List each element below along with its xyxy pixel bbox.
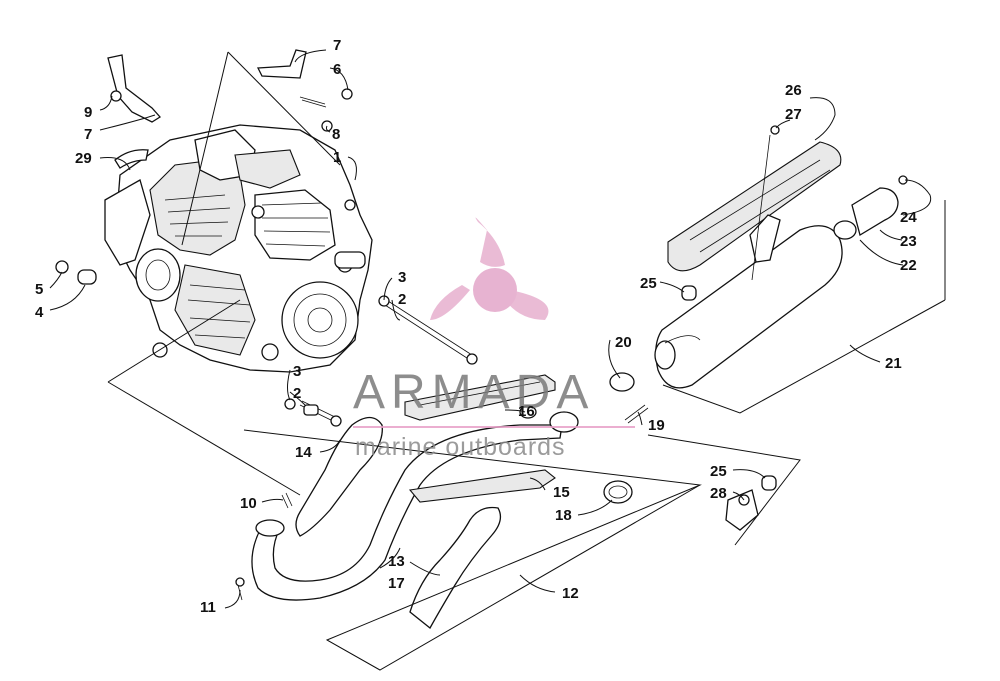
leader-lines: [49, 49, 932, 609]
callout-4: 4: [35, 304, 44, 321]
callout-28: 28: [710, 485, 727, 502]
callout-5: 5: [35, 281, 43, 298]
group-lines: [107, 51, 946, 671]
engine-mount-brackets: [55, 49, 478, 427]
callout-1: 1: [333, 149, 341, 166]
watermark-tagline: marine outboards: [355, 433, 566, 461]
callout-6: 6: [333, 61, 341, 78]
callout-11: 11: [200, 599, 216, 616]
callout-12: 12: [562, 585, 579, 602]
callout-25-upper: 25: [640, 275, 657, 292]
callout-15: 15: [553, 484, 570, 501]
callout-24: 24: [900, 209, 917, 226]
callout-2-lower: 2: [293, 385, 301, 402]
callout-19: 19: [648, 417, 665, 434]
callout-25-lower: 25: [710, 463, 727, 480]
watermark: ARMADA marine outboards: [353, 217, 635, 461]
engine-assembly: [104, 124, 373, 373]
callout-13: 13: [388, 553, 405, 570]
callout-8: 8: [332, 126, 340, 143]
callout-29: 29: [75, 150, 92, 167]
watermark-brand: ARMADA: [353, 366, 594, 419]
callout-23: 23: [900, 233, 917, 250]
callout-3-lower: 3: [293, 363, 301, 380]
callout-10: 10: [240, 495, 257, 512]
exhaust-pipe-assembly: [235, 372, 649, 629]
callout-16: 16: [518, 403, 535, 420]
propeller-logo-icon: [430, 217, 549, 320]
callout-3-upper: 3: [398, 269, 406, 286]
callout-27: 27: [785, 106, 802, 123]
callout-26: 26: [785, 82, 802, 99]
callout-18: 18: [555, 507, 572, 524]
callout-2-upper: 2: [398, 291, 406, 308]
callout-labels: 7 6 9 7 8 29 1 5 4 3 2 3 2 14 10 11 12 1…: [35, 37, 917, 616]
callout-21: 21: [885, 355, 902, 372]
callout-7: 7: [84, 126, 92, 143]
muffler-assembly: [654, 125, 908, 531]
callout-17: 17: [388, 575, 405, 592]
callout-7-top: 7: [333, 37, 341, 54]
callout-14: 14: [295, 444, 312, 461]
callout-22: 22: [900, 257, 917, 274]
callout-9: 9: [84, 104, 92, 121]
callout-20: 20: [615, 334, 632, 351]
